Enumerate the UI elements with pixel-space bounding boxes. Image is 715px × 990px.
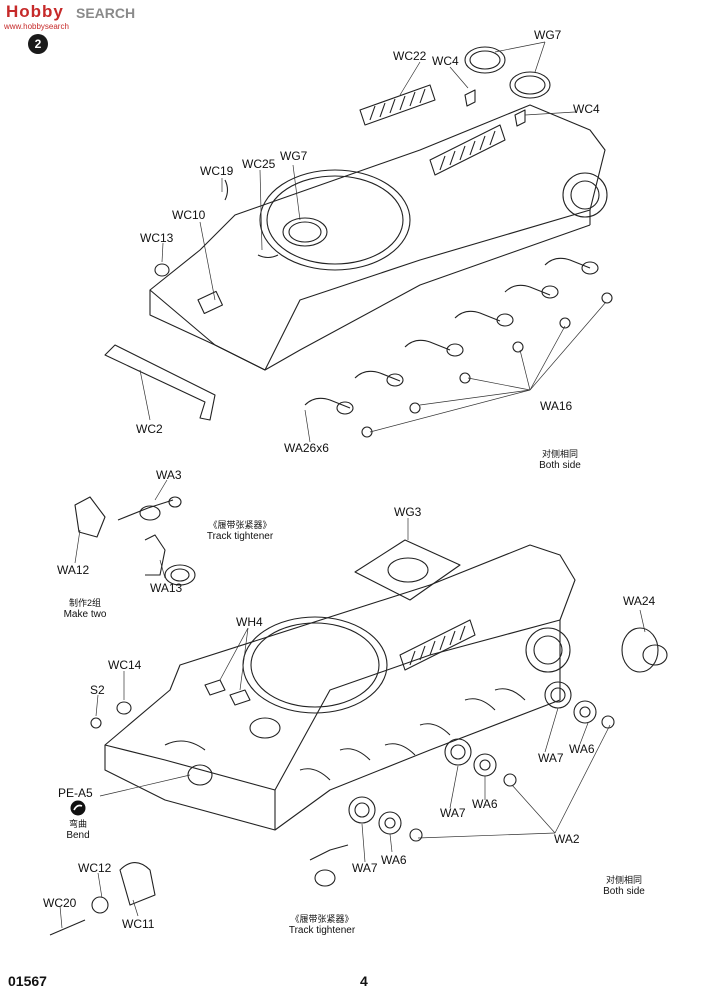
label-wa16: WA16 [540,399,573,413]
track-tightener-en-lower: Track tightener [288,925,356,936]
label-wa7-a: WA7 [538,751,564,765]
make-two-cn: 制作2组 [68,598,101,608]
label-wa6-b: WA6 [472,797,498,811]
front-plate-wc2 [104,344,216,421]
upper-hull-drawing [104,46,613,438]
watermark-url: www.hobbysearch [4,22,69,31]
label-wa13: WA13 [150,581,183,595]
make-two-en: Make two [63,609,107,620]
label-wa6-c: WA6 [381,853,407,867]
label-wg7-top: WG7 [534,28,562,42]
kit-code: 01567 [8,973,47,989]
road-wheels-lower [348,681,615,842]
hatch-wg7-top [464,46,506,74]
label-wa7-b: WA7 [440,806,466,820]
hatch-wg7-left [282,217,328,247]
watermark-search: SEARCH [76,5,136,21]
bend-cn: 弯曲 [68,819,87,829]
track-tightener-cn-lower: 《履带张紧器》 [290,914,354,924]
label-wc25: WC25 [242,157,276,171]
grille-lower [399,619,476,671]
watermark: Hobby SEARCH www.hobbysearch [0,0,160,34]
label-wc19: WC19 [200,164,234,178]
hatch-wg3 [354,539,461,601]
label-wa2: WA2 [554,832,580,846]
plate-wc11 [119,861,156,906]
leader-lines [59,41,646,929]
label-wa12: WA12 [57,563,90,577]
track-tightener-en-middle: Track tightener [206,531,274,542]
both-side-cn-upper: 对侧相同 [541,449,578,459]
suspension-arms-lower [299,688,526,887]
step-number-badge: 2 [28,34,48,54]
page-number: 4 [360,973,368,989]
label-wc20: WC20 [43,896,77,910]
label-wc14: WC14 [108,658,142,672]
label-wc4-right: WC4 [573,102,600,116]
bend-icon [70,800,86,816]
label-wa3: WA3 [156,468,182,482]
suspension-arms-upper [304,257,613,438]
label-wg3: WG3 [394,505,422,519]
label-wa24: WA24 [623,594,656,608]
label-wa7-c: WA7 [352,861,378,875]
label-wh4: WH4 [236,615,263,629]
label-s2: S2 [90,683,105,697]
label-wc4-top: WC4 [432,54,459,68]
label-wc11: WC11 [122,917,155,931]
track-tightener-drawing [74,496,196,586]
label-wc22: WC22 [393,49,427,63]
bend-en: Bend [66,830,90,841]
lower-hull-drawing [49,539,668,936]
label-wc12: WC12 [78,861,112,875]
track-tightener-cn-middle: 《履带张紧器》 [208,520,272,530]
label-wg7-left: WG7 [280,149,308,163]
both-side-en-lower: Both side [603,886,645,897]
label-wa26x6: WA26x6 [284,441,329,455]
engine-grille-right [429,124,506,176]
label-wc2: WC2 [136,422,163,436]
label-pe-a5: PE-A5 [58,786,93,800]
label-wc13: WC13 [140,231,174,245]
label-wa6-a: WA6 [569,742,595,756]
both-side-en-upper: Both side [539,460,581,471]
label-wc10: WC10 [172,208,206,222]
both-side-cn-lower: 对侧相同 [605,875,642,885]
hatch-wg7-right [509,71,551,99]
engine-grille-left [359,84,436,126]
watermark-brand: Hobby [6,2,64,21]
